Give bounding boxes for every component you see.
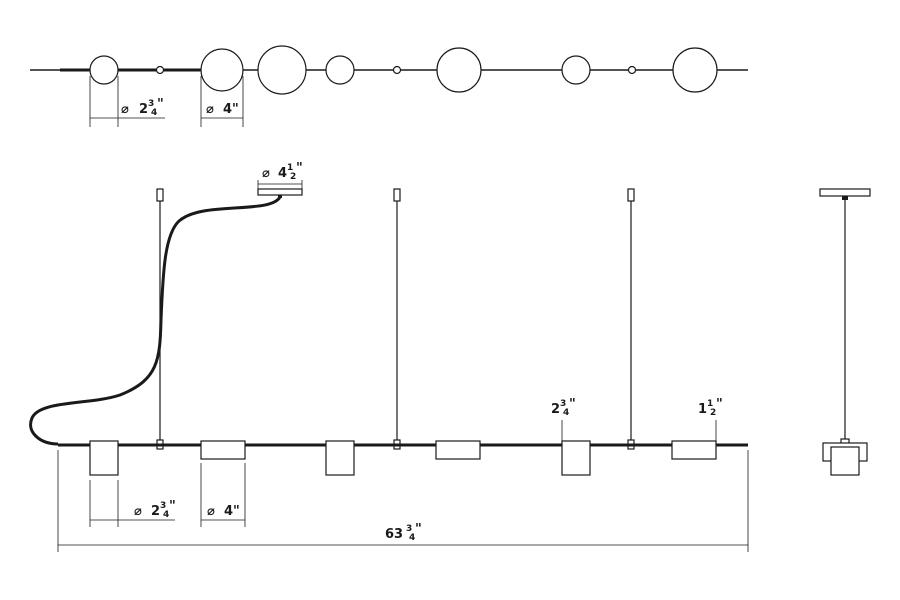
front-dim-small-unit: " [169, 499, 176, 514]
front-dim-small: ⌀ 2 3 4 " [89, 480, 176, 527]
top-mount-point-1 [155, 65, 165, 75]
overall-length-den: 4 [409, 533, 415, 543]
front-dim-small-symbol: ⌀ [134, 504, 142, 519]
front-shade-large-3 [671, 440, 717, 460]
overall-length-num: 3 [406, 524, 412, 534]
front-shade-small-3 [561, 440, 591, 476]
front-view: ⌀ 4 1 2 " [29, 161, 749, 552]
top-view: ⌀ 2 3 4 " ⌀ 4 " [30, 45, 748, 127]
power-cord [29, 196, 282, 446]
suspension-cable-3 [627, 188, 635, 450]
tall-height-num: 3 [560, 399, 566, 409]
front-dim-small-num: 3 [160, 501, 166, 511]
top-dim-small-unit: " [157, 97, 164, 112]
top-dim-large-unit: " [232, 102, 239, 117]
canopy-dim-unit: " [296, 161, 303, 176]
front-dim-large-whole: 4 [224, 504, 233, 519]
side-canopy [819, 188, 871, 197]
canopy-dim-num: 1 [287, 163, 293, 173]
front-dim-overall: 63 3 4 " [57, 450, 749, 552]
front-dim-small-den: 4 [163, 510, 169, 520]
flat-height-den: 2 [710, 408, 716, 418]
overall-length-unit: " [415, 522, 422, 537]
top-dim-small-num: 3 [148, 99, 154, 109]
flat-height-num: 1 [707, 399, 713, 409]
top-dim-large: ⌀ 4 " [200, 76, 244, 127]
side-shade-small [830, 446, 860, 476]
front-dim-large-symbol: ⌀ [207, 504, 215, 519]
front-dim-tall-height: 2 3 4 " [551, 397, 576, 441]
top-shade-large-4 [672, 47, 718, 93]
top-dim-small: ⌀ 2 3 4 " [89, 76, 165, 127]
front-dim-large: ⌀ 4 " [200, 463, 246, 527]
flat-height-unit: " [716, 397, 723, 412]
top-dim-large-symbol: ⌀ [206, 102, 214, 117]
canopy: ⌀ 4 1 2 " [257, 161, 303, 198]
tall-height-den: 4 [563, 408, 569, 418]
top-dim-small-symbol: ⌀ [121, 102, 129, 117]
front-shade-small-1 [89, 440, 119, 476]
front-dim-large-unit: " [233, 504, 240, 519]
top-shade-large-1 [200, 48, 244, 92]
front-dim-flat-height: 1 1 2 " [698, 397, 723, 441]
top-shade-large-2 [257, 45, 307, 95]
top-dim-large-whole: 4 [223, 102, 232, 117]
suspension-cable-2 [393, 188, 401, 450]
front-shade-large-2 [435, 440, 481, 460]
tall-height-unit: " [569, 397, 576, 412]
front-shade-small-2 [325, 440, 355, 476]
canopy-dim-symbol: ⌀ [262, 166, 270, 181]
tall-height-whole: 2 [551, 402, 560, 417]
front-dim-small-whole: 2 [151, 504, 160, 519]
top-shade-small-1 [89, 55, 119, 85]
top-shade-large-3 [436, 47, 482, 93]
top-mount-point-2 [392, 65, 402, 75]
front-shades [89, 440, 717, 476]
top-mount-point-3 [627, 65, 637, 75]
front-shade-large-1 [200, 440, 246, 460]
side-view [819, 188, 871, 476]
top-dim-small-den: 4 [151, 108, 157, 118]
overall-length-whole: 63 [385, 527, 403, 542]
top-shade-small-3 [561, 55, 591, 85]
top-shade-small-2 [325, 55, 355, 85]
canopy-dim-whole: 4 [278, 166, 287, 181]
top-dim-small-whole: 2 [139, 102, 148, 117]
canopy-dim-den: 2 [290, 172, 296, 182]
flat-height-whole: 1 [698, 402, 707, 417]
